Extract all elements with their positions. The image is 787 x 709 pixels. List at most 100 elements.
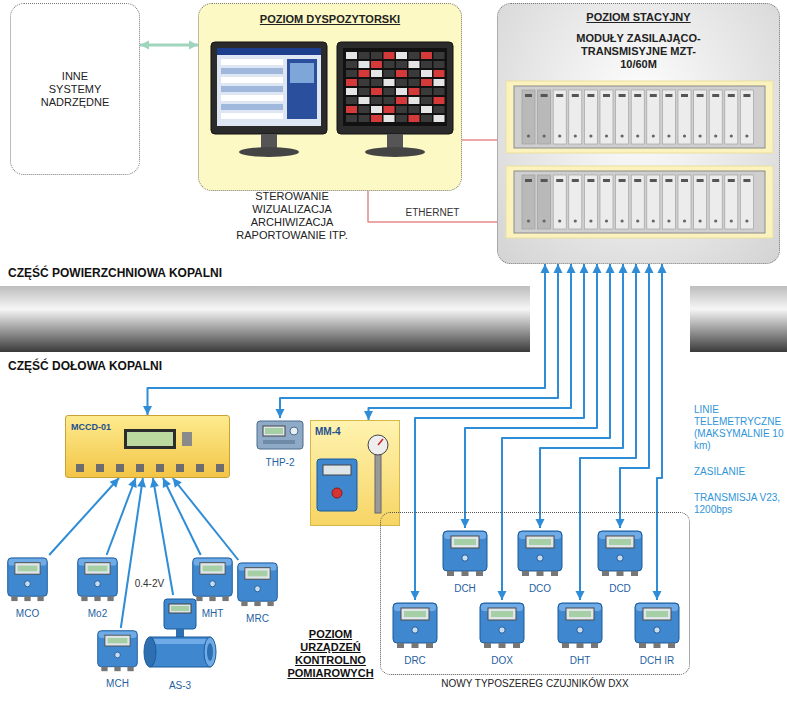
illustration-part-part (634, 94, 641, 97)
icon-frame-part-part (222, 596, 228, 601)
sensor-icon: DHT (555, 600, 605, 668)
icon-frame-part-part (646, 611, 668, 617)
arrow-head (189, 41, 198, 50)
connector (173, 478, 239, 560)
arrow-head (580, 264, 589, 273)
icon-frame-part-part (412, 643, 419, 648)
connector-line (121, 478, 143, 628)
connector (364, 264, 576, 420)
icon-frame (595, 528, 645, 578)
illustration-part-part (584, 90, 597, 144)
illustration-part-part (346, 70, 357, 77)
icon-frame-part (190, 555, 235, 603)
node-title: MM-4 (315, 426, 341, 437)
icon-frame-part-part (210, 581, 216, 587)
illustration-part-part (136, 464, 144, 472)
connector-label: ETHERNET (404, 207, 462, 218)
illustration-part-part (572, 179, 579, 182)
illustration-part-part (740, 90, 753, 144)
illustration-part-part (176, 464, 184, 472)
icon-frame-part-part (255, 586, 261, 592)
illustration-part-part (605, 219, 608, 222)
arrow-head (411, 591, 420, 600)
illustration-part-part (631, 175, 644, 229)
illustration-part-part (514, 86, 765, 148)
icon-frame-part-part (537, 571, 544, 576)
arrow-head (137, 478, 146, 488)
illustration-part-part (434, 70, 445, 77)
connector (616, 264, 654, 528)
arrow-head (128, 478, 136, 488)
icon-frame (477, 600, 527, 650)
illustration-part-part (541, 94, 548, 97)
icon-frame-part-part (577, 627, 583, 633)
icon-frame (555, 600, 605, 650)
line-note: TRANSMISJA V23, 1200bps (694, 492, 784, 516)
icon-frame-part-part (108, 638, 128, 643)
icon-frame-part-part (518, 531, 562, 571)
icon-frame-part-part (566, 608, 594, 620)
device-label: DRC (404, 655, 426, 667)
illustration-part-part (421, 88, 432, 95)
illustration-part-part (371, 115, 382, 122)
icon-frame-part (440, 528, 490, 578)
illustration-part-part (647, 175, 660, 229)
illustration-part-part (574, 134, 577, 137)
icon-frame-part (5, 555, 50, 603)
connector-line (368, 191, 497, 222)
illustration-part-part (616, 90, 629, 144)
arrow-head (616, 519, 625, 528)
system-box: INNE SYSTEMY NADRZĘDNE (10, 3, 140, 175)
icon-frame (95, 628, 140, 673)
illustration-part-part (217, 48, 321, 126)
illustration-part-part (346, 52, 357, 59)
icon-frame-part-part (150, 637, 210, 667)
connector (368, 191, 497, 222)
device-label: DCH IR (640, 655, 674, 667)
illustration-part-part (371, 106, 382, 113)
illustration-part-part (409, 52, 420, 59)
illustration-part-part (697, 94, 704, 97)
illustration-part-part (116, 464, 124, 472)
illustration-part-part (584, 175, 597, 229)
sensor-group: NOWY TYPOSZEREG CZUJNIKÓW DXXDCHDCODCDDR… (380, 512, 690, 675)
illustration-part-part (409, 61, 420, 68)
illustration-part-part (371, 88, 382, 95)
node-title: INNE SYSTEMY NADRZĘDNE (35, 70, 115, 109)
illustration-part-part (514, 171, 765, 233)
icon-frame-part (255, 418, 305, 452)
illustration-part-part (678, 175, 691, 229)
illustration-part-part (221, 77, 283, 83)
zone-label: CZĘŚĆ DOŁOWA KOPALNI (8, 359, 162, 373)
icon-frame-part-part (577, 643, 584, 648)
icon-frame-part-part (245, 568, 270, 580)
arrow-head (593, 264, 602, 273)
illustration-part-part (728, 179, 735, 182)
icon-frame-part-part (602, 571, 609, 576)
icon-frame-part-part (241, 601, 247, 606)
illustration-part-part (221, 104, 283, 110)
sensor-icon: DRC (390, 600, 440, 668)
illustration-part-part (697, 179, 704, 182)
icon-frame-part-part (94, 596, 100, 601)
icon-frame-part-part (204, 637, 216, 667)
illustration-part-part (337, 42, 453, 134)
illustration-part-part (525, 179, 532, 182)
arrow-head (541, 264, 550, 273)
illustration-part-part (421, 79, 432, 86)
icon-frame-part-part (617, 571, 624, 576)
illustration-part-part (127, 432, 173, 446)
illustration-part-part (434, 97, 445, 104)
icon-frame-part-part (169, 604, 191, 613)
arrow-head (110, 478, 119, 488)
illustration-part-part (384, 97, 395, 104)
connector (536, 264, 628, 528)
icon-frame-part-part (484, 643, 491, 648)
device-label: DOX (491, 655, 513, 667)
illustration-part-part (553, 90, 566, 144)
illustration-part-part (694, 90, 707, 144)
icon-frame-part (477, 600, 527, 650)
illustration-part-part (409, 106, 420, 113)
illustration-part-part (616, 175, 629, 229)
icon-frame-part-part (537, 555, 543, 561)
